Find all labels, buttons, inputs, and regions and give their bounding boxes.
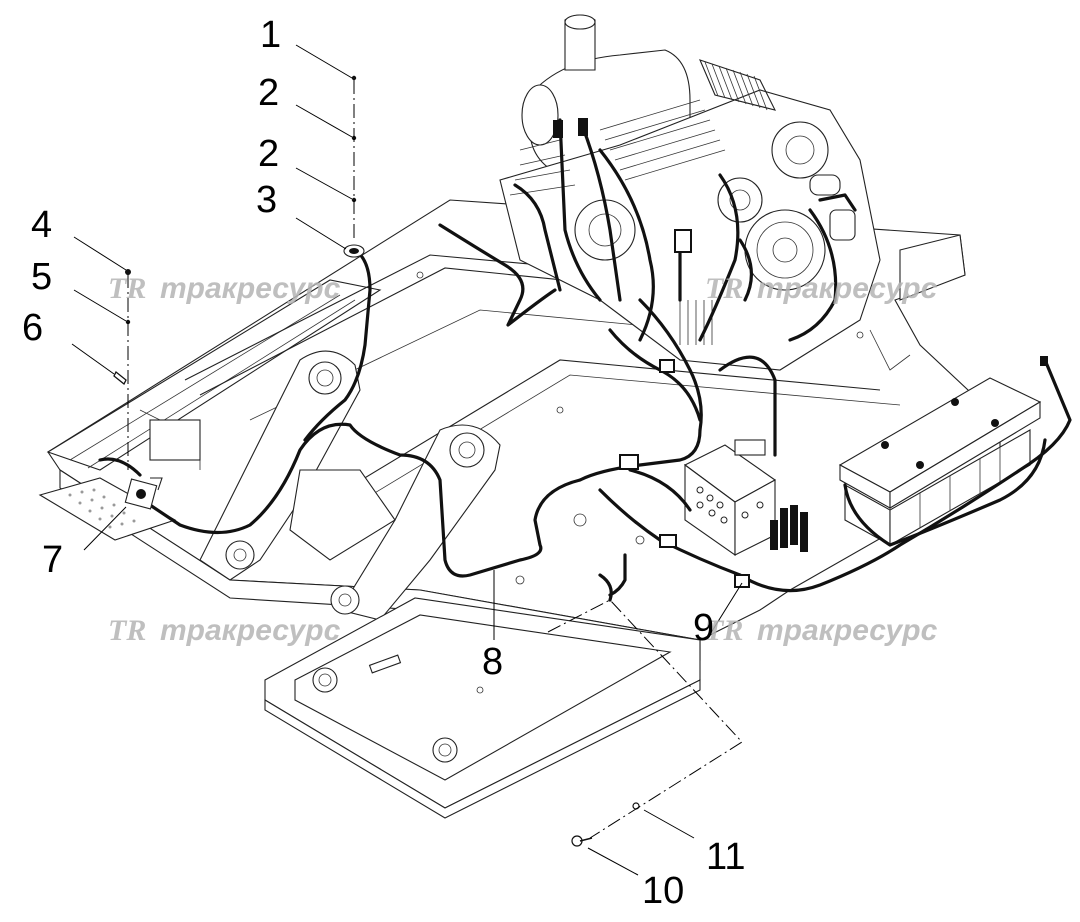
battery-box xyxy=(838,377,1042,546)
fastener-parts xyxy=(113,75,640,847)
callout-7: 7 xyxy=(42,539,63,581)
leader-lines xyxy=(71,44,743,876)
callout-4: 4 xyxy=(31,204,52,246)
boom-brackets xyxy=(199,350,501,621)
watermark-logo: TR xyxy=(705,272,743,305)
watermark-logo: TR xyxy=(108,272,146,305)
step-plate xyxy=(38,477,177,541)
callout-8: 8 xyxy=(482,641,503,683)
watermark-text: тракресурс xyxy=(160,614,341,647)
callout-10: 10 xyxy=(642,870,684,912)
watermark-logo: TR xyxy=(108,614,146,647)
callout-5: 5 xyxy=(31,256,52,298)
horn-part xyxy=(343,244,365,258)
watermark-text: тракресурс xyxy=(160,272,341,305)
wiring-harness xyxy=(98,118,1072,602)
callout-labels: 1 2 2 3 4 5 6 7 8 9 10 11 xyxy=(22,14,745,912)
callout-9: 9 xyxy=(693,607,714,649)
valve-block xyxy=(683,439,808,557)
callout-6: 6 xyxy=(22,307,43,349)
watermark-text: тракресурс xyxy=(757,272,938,305)
cab-floor-plate xyxy=(264,597,701,819)
callout-2b: 2 xyxy=(258,133,279,175)
callout-2a: 2 xyxy=(258,72,279,114)
callout-1: 1 xyxy=(260,14,281,56)
callout-11: 11 xyxy=(706,836,745,878)
watermark-text: тракресурс xyxy=(757,614,938,647)
watermark-logo: TR xyxy=(705,614,743,647)
callout-3: 3 xyxy=(256,179,277,221)
switch-assembly xyxy=(124,477,163,510)
watermark: TR тракресурс TR тракресурс TR тракресур… xyxy=(108,272,938,647)
